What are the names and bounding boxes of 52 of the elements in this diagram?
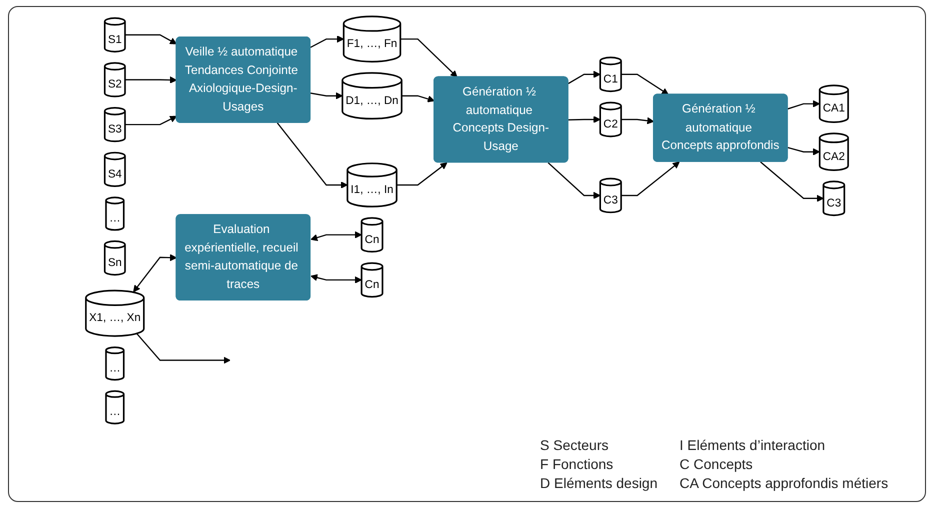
database-cylinder: … xyxy=(105,196,125,231)
process-box: Veille ½ automatique Tendances Conjointe Axiologique-Design-Usages xyxy=(176,36,311,123)
arrow xyxy=(310,92,343,100)
database-cylinder: C3 xyxy=(822,180,846,216)
double-arrow xyxy=(133,254,177,292)
database-cylinder: S1 xyxy=(104,17,126,52)
legend-note: F Fonctions xyxy=(540,455,614,474)
arrow xyxy=(548,162,601,200)
double-arrow xyxy=(310,274,362,284)
database-cylinder: Sn xyxy=(104,240,126,276)
arrow xyxy=(310,36,344,48)
arrow xyxy=(125,116,177,126)
database-cylinder: CA1 xyxy=(818,84,849,123)
arrow xyxy=(760,161,824,202)
database-cylinder: C1 xyxy=(599,56,622,92)
arrow xyxy=(568,116,601,124)
arrow xyxy=(402,95,435,102)
database-cylinder: S4 xyxy=(104,152,126,187)
arrow xyxy=(136,333,231,364)
arrow xyxy=(125,34,177,44)
database-cylinder: F1, …, Fn xyxy=(342,16,402,62)
process-box: Génération ½ automatique Concepts approfondis xyxy=(653,94,788,162)
process-box: Génération ½ automatique Concepts Design-Usage xyxy=(434,76,568,163)
database-cylinder: S3 xyxy=(104,106,126,142)
arrow xyxy=(621,162,680,196)
arrow xyxy=(125,76,177,84)
arrow xyxy=(400,38,458,78)
arrow xyxy=(396,162,448,186)
legend-note: C Concepts xyxy=(680,455,754,474)
arrow xyxy=(621,74,669,95)
database-cylinder: D1, …, Dn xyxy=(342,72,402,120)
arrow xyxy=(276,122,348,189)
legend-note: D Eléments design xyxy=(540,474,658,493)
database-cylinder: C3 xyxy=(599,178,622,214)
double-arrow xyxy=(310,231,362,242)
database-cylinder: X1, …, Xn xyxy=(85,290,145,337)
legend-note: CA Concepts approfondis métiers xyxy=(680,474,888,493)
legend-note: I Eléments d’interaction xyxy=(680,436,826,455)
legend-note: S Secteurs xyxy=(540,436,610,455)
database-cylinder: … xyxy=(105,346,125,381)
arrow xyxy=(568,70,601,84)
database-cylinder: Cn xyxy=(360,217,384,253)
database-cylinder: S2 xyxy=(104,62,126,98)
database-cylinder: I1, …, In xyxy=(346,162,398,208)
database-cylinder: C2 xyxy=(599,102,622,138)
database-cylinder: … xyxy=(105,390,125,424)
arrow xyxy=(621,117,654,124)
arrow xyxy=(788,100,820,110)
database-cylinder: Cn xyxy=(360,262,384,298)
database-cylinder: CA2 xyxy=(818,132,849,171)
arrow xyxy=(788,147,820,156)
process-box: Evaluation expérientielle, recueil semi-automatique de traces xyxy=(176,214,311,301)
